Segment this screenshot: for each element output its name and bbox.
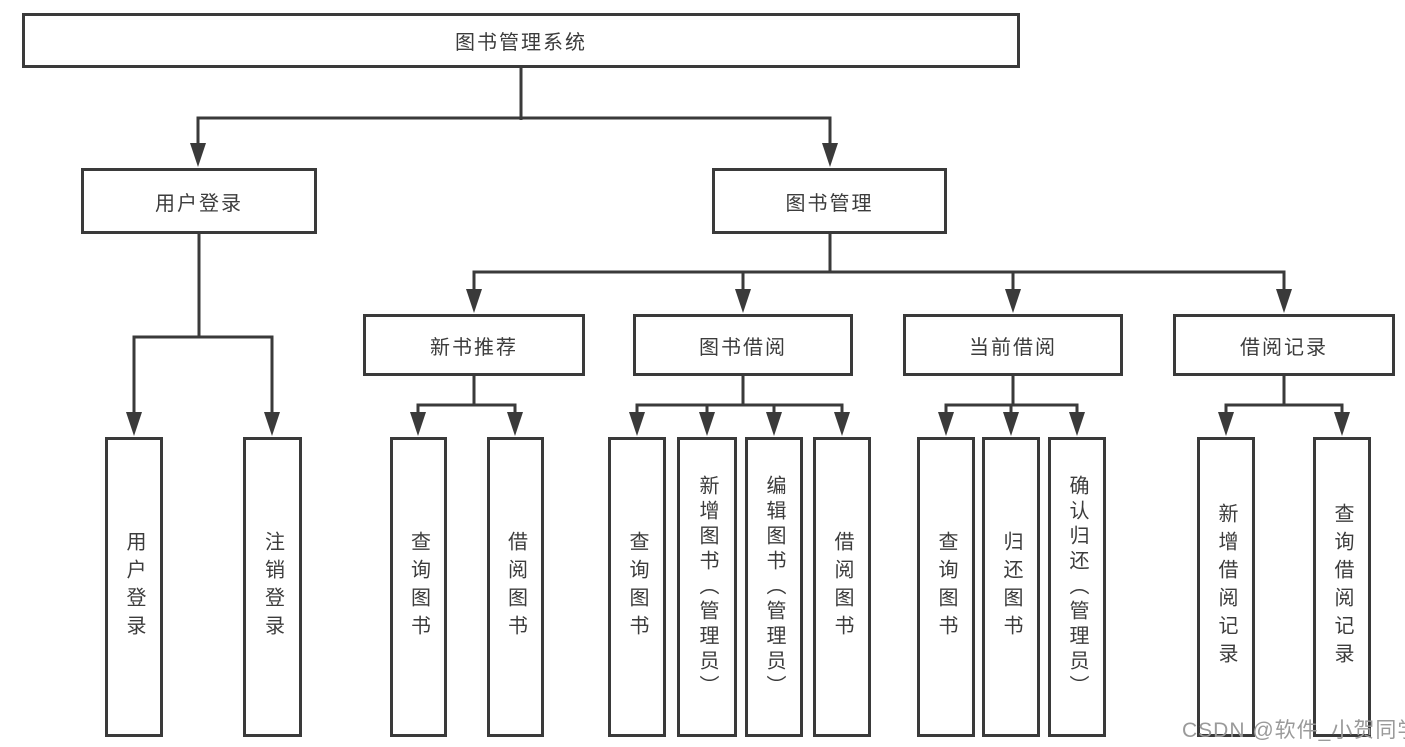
node-label: 新书推荐 [430, 336, 518, 359]
arrowhead [190, 143, 206, 167]
arrowhead [1069, 412, 1085, 436]
leaf-label: 用户登录 [123, 531, 145, 643]
leaf-query-books-recommend: 查询图书 [390, 437, 447, 737]
leaf-label: 查询图书 [626, 531, 648, 643]
arrowhead [507, 412, 523, 436]
node-label: 借阅记录 [1240, 336, 1328, 359]
leaf-label: 注销登录 [261, 531, 284, 643]
csdn-watermark: CSDN @软件_小贺同学 [1182, 719, 1405, 742]
arrowhead [834, 412, 850, 436]
leaf-label: 查询图书 [407, 531, 430, 643]
leaf-label: 归还图书 [1000, 531, 1022, 643]
node-user-login: 用户登录 [81, 168, 317, 234]
leaf-borrow-books: 借阅图书 [813, 437, 871, 737]
leaf-add-book-admin: 新增图书（管理员） [677, 437, 737, 737]
leaf-borrow-books-recommend: 借阅图书 [487, 437, 544, 737]
arrowhead [466, 289, 482, 313]
leaf-edit-book-admin: 编辑图书（管理员） [745, 437, 803, 737]
node-borrowing-records: 借阅记录 [1173, 314, 1395, 376]
leaf-return-book: 归还图书 [982, 437, 1040, 737]
arrowhead [1334, 412, 1350, 436]
node-current-borrowing: 当前借阅 [903, 314, 1123, 376]
node-label: 图书管理 [785, 192, 874, 215]
leaf-query-books-borrowing: 查询图书 [608, 437, 666, 737]
arrowhead [1003, 412, 1019, 436]
node-label: 图书借阅 [699, 336, 787, 359]
leaf-label: 新增借阅记录 [1215, 503, 1237, 671]
leaf-confirm-return-admin: 确认归还（管理员） [1048, 437, 1106, 737]
arrowhead [938, 412, 954, 436]
arrowhead [735, 289, 751, 313]
leaf-label: 编辑图书（管理员） [763, 474, 785, 700]
leaf-label: 确认归还（管理员） [1066, 474, 1088, 700]
leaf-label: 新增图书（管理员） [696, 474, 718, 700]
arrowhead [1276, 289, 1292, 313]
arrowhead [822, 143, 838, 167]
arrowhead [264, 412, 280, 436]
arrowhead [1218, 412, 1234, 436]
node-book-borrowing: 图书借阅 [633, 314, 853, 376]
arrowhead [1005, 289, 1021, 313]
node-book-management: 图书管理 [712, 168, 947, 234]
arrowhead [766, 412, 782, 436]
leaf-query-borrow-record: 查询借阅记录 [1313, 437, 1371, 737]
node-new-book-recommend: 新书推荐 [363, 314, 585, 376]
arrowhead [126, 412, 142, 436]
node-label: 图书管理系统 [455, 32, 587, 54]
arrowhead [629, 412, 645, 436]
leaf-logout: 注销登录 [243, 437, 302, 737]
leaf-label: 查询图书 [935, 531, 957, 643]
node-label: 用户登录 [155, 192, 243, 215]
leaf-query-books-current: 查询图书 [917, 437, 975, 737]
arrowhead [699, 412, 715, 436]
leaf-add-borrow-record: 新增借阅记录 [1197, 437, 1255, 737]
arrowheads [126, 143, 1350, 436]
leaf-label: 借阅图书 [831, 531, 853, 643]
leaf-user-login: 用户登录 [105, 437, 163, 737]
arrowhead [410, 412, 426, 436]
node-label: 当前借阅 [969, 336, 1057, 359]
node-root-library-system: 图书管理系统 [22, 13, 1020, 68]
tree-branch-lines [132, 68, 1344, 414]
leaf-label: 查询借阅记录 [1331, 503, 1353, 671]
leaf-label: 借阅图书 [504, 531, 527, 643]
